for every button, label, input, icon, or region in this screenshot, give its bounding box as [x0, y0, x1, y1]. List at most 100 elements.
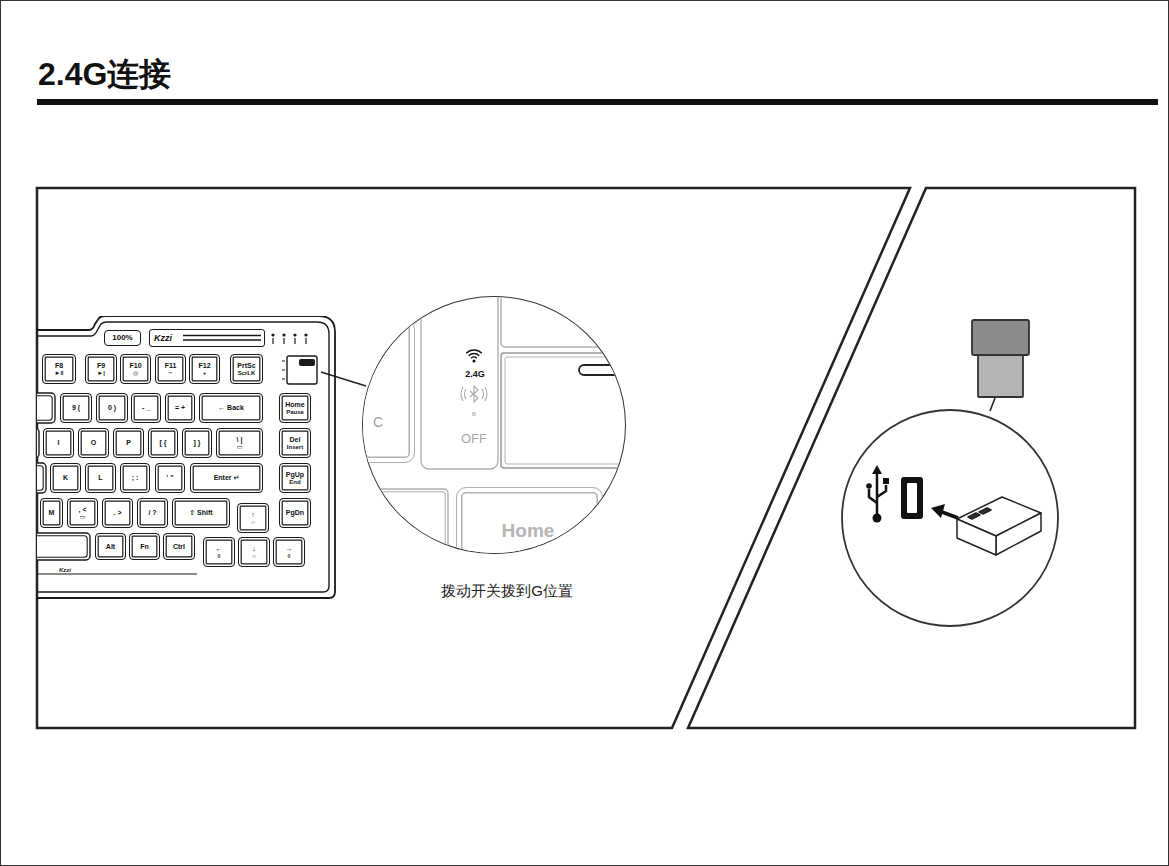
magnified-switch-text: OFF	[461, 431, 487, 446]
switch-marks	[282, 361, 285, 379]
key-legend: K	[63, 474, 68, 482]
keycap: ; :	[120, 463, 150, 493]
key-sublegend: ☼	[251, 553, 257, 560]
key-legend: Enter ↵	[214, 474, 240, 482]
dongle-cap	[972, 320, 1029, 355]
keycap: Enter ↵	[190, 463, 263, 493]
keycap: . >	[102, 498, 133, 528]
key-legend: ' "	[167, 474, 174, 482]
keycap: O	[78, 428, 109, 458]
keycap: DelInsert	[279, 428, 311, 458]
key-legend: ↓	[252, 545, 256, 553]
key-sublegend: ►‖	[55, 370, 64, 377]
key-sublegend: ◊	[218, 553, 221, 560]
key-legend: M	[49, 509, 55, 517]
title-rule	[37, 99, 1158, 105]
keycap: / ?	[137, 498, 168, 528]
indicator-lights	[271, 333, 307, 344]
key-legend: F9	[97, 362, 105, 370]
key-legend: = +	[175, 404, 185, 412]
keycap: F9►|	[85, 354, 117, 384]
key-legend: Ctrl	[173, 543, 185, 551]
key-legend: Del	[290, 436, 301, 444]
keycap: F8►‖	[42, 354, 76, 384]
partial-keycap	[363, 489, 448, 554]
key-legend: ← Back	[218, 404, 244, 412]
key-legend: ] }	[194, 439, 201, 447]
text-slot: Kzzi	[59, 559, 71, 575]
key-sublegend: ◊	[288, 553, 291, 560]
key-legend: ; :	[132, 474, 139, 482]
battery-badge: 100%	[104, 330, 141, 346]
key-legend: Alt	[106, 543, 115, 551]
partial-keycap	[37, 463, 46, 493]
keycap: , <▭	[67, 498, 98, 528]
key-legend: →	[286, 545, 293, 553]
text-slot: B	[472, 403, 476, 419]
key-legend: F8	[55, 362, 63, 370]
keyboard-frame-inner	[37, 322, 329, 592]
keyboard-body-text: Kzzi	[59, 567, 71, 573]
key-sublegend: ▭	[80, 514, 86, 521]
text-slot: 2.4G	[465, 364, 485, 380]
keycap: F12+	[189, 354, 220, 384]
key-legend: [ {	[160, 439, 167, 447]
key-legend: F12	[198, 362, 210, 370]
brand-logo: Kzzi	[149, 329, 265, 347]
key-legend: . >	[114, 509, 122, 517]
keycap: 9 (	[60, 393, 92, 423]
keyboard-frame	[37, 316, 335, 598]
keycap: \ |▭	[216, 428, 263, 458]
insert-arrowhead	[931, 504, 945, 518]
keycap: PgDn	[279, 498, 311, 528]
insert-arrow	[942, 512, 958, 518]
partial-keycap-inner	[37, 396, 52, 420]
panel-outline	[688, 188, 1135, 728]
magnified-switch-text: 2.4G	[465, 369, 485, 379]
keycap: →◊	[273, 537, 305, 567]
keycap: Ctrl	[163, 533, 195, 560]
keycap: K	[50, 463, 81, 493]
keycap: ↓☼	[238, 537, 270, 567]
keycap: [ {	[148, 428, 178, 458]
instruction-panel: 拨动开关拨到G位置Kzzi100%KzziF8►‖F9►|F10◎F11−F12…	[37, 188, 910, 728]
mode-switch	[287, 356, 317, 384]
key-sublegend: Insert	[287, 444, 303, 451]
text-slot: Home	[502, 521, 555, 540]
key-legend: PgDn	[286, 509, 304, 517]
leader-line	[990, 398, 995, 411]
keycap: ←◊	[203, 537, 235, 567]
key-legend: Home	[285, 401, 304, 409]
partial-keycap	[37, 393, 55, 423]
key-legend: PrtSc	[237, 362, 255, 370]
key-legend: P	[126, 439, 131, 447]
magnified-keycap-text: C	[373, 414, 383, 430]
magnified-keycap-text: Home	[502, 520, 555, 541]
switch-knob	[299, 359, 315, 366]
text-slot: C	[373, 414, 383, 430]
keycap: = +	[165, 393, 195, 423]
key-sublegend: ☼	[250, 519, 256, 526]
key-legend: ⇧ Shift	[189, 509, 212, 517]
text-slot: 拨动开关拨到G位置	[441, 583, 573, 599]
keycap: F11−	[155, 354, 186, 384]
key-legend: ←	[216, 545, 223, 553]
instruction-panel-text: 拨动开关拨到G位置	[441, 582, 573, 599]
key-legend: O	[91, 439, 96, 447]
key-legend: \ |	[237, 436, 243, 444]
switch-label-plate	[421, 297, 498, 469]
key-legend: / ?	[148, 509, 156, 517]
keycap: HomePause	[279, 393, 311, 423]
key-sublegend: End	[289, 479, 300, 486]
keycap: ⇧ Shift	[172, 498, 230, 528]
key-legend: 9 (	[72, 404, 80, 412]
keycap: L	[85, 463, 116, 493]
keycap: P	[113, 428, 144, 458]
usb-port-slot	[907, 483, 917, 513]
partial-keycap	[37, 533, 90, 560]
keycap: ] }	[182, 428, 212, 458]
key-sublegend: ▭	[237, 444, 243, 451]
switch-slot-inner	[505, 357, 626, 464]
bluetooth-icon	[461, 386, 487, 402]
